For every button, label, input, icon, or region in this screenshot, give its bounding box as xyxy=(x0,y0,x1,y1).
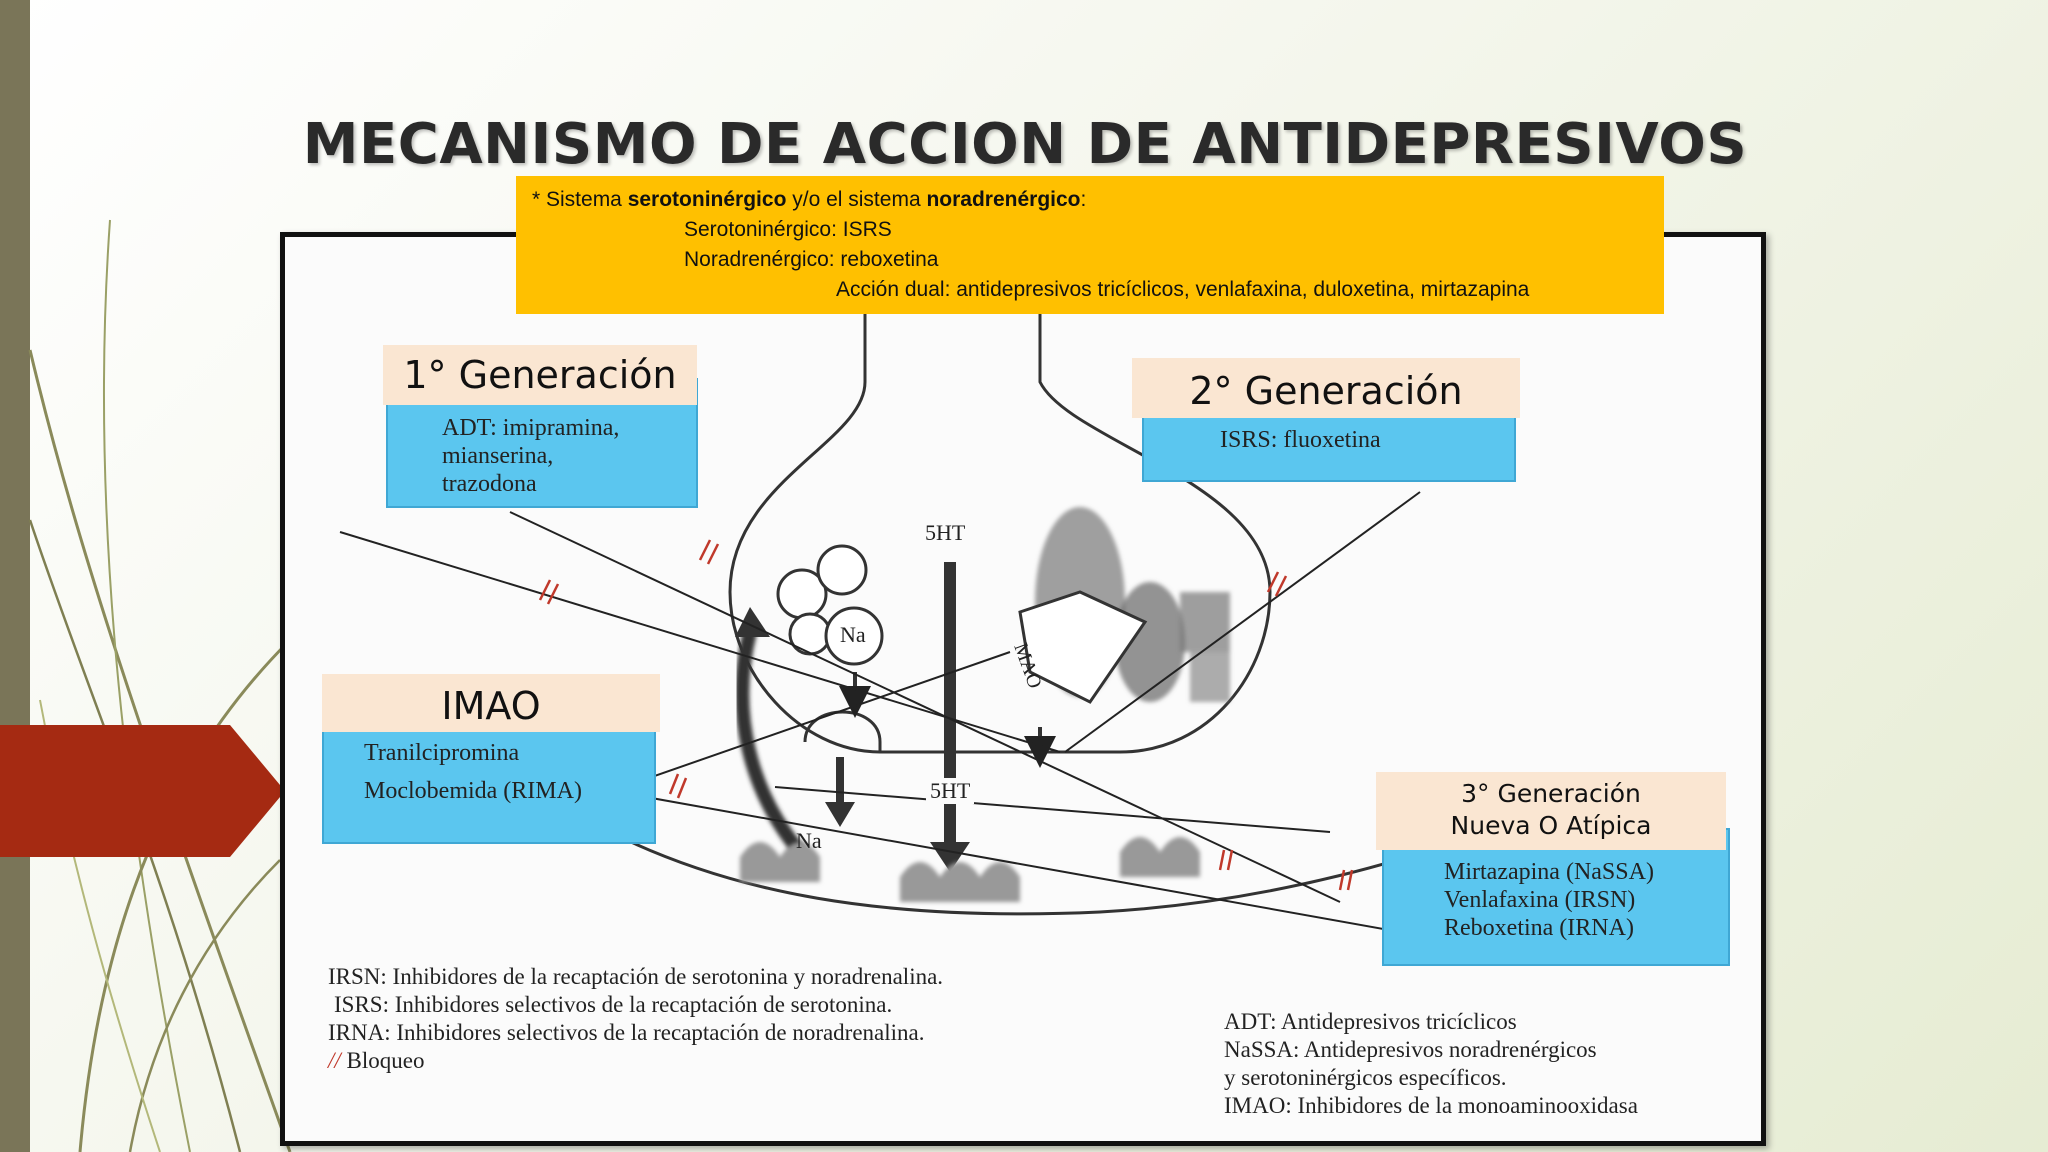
blocking-line xyxy=(509,511,1341,903)
vesicle-na xyxy=(824,606,884,666)
legend-irsn: IRSN: Inhibidores de la recaptación de s… xyxy=(328,964,944,989)
vesicle xyxy=(816,544,868,596)
vesicle xyxy=(788,612,832,656)
legend-left: IRSN: Inhibidores de la recaptación de s… xyxy=(328,963,943,1075)
synapse-diagram xyxy=(339,292,1481,933)
legend-isrs: ISRS: Inhibidores selectivos de la recap… xyxy=(334,992,893,1017)
blocking-line xyxy=(1064,491,1421,753)
info-line-2: Serotoninérgico: ISRS xyxy=(684,218,892,241)
gen3-item: Mirtazapina (NaSSA) xyxy=(1444,859,1654,885)
legend-bloqueo: // Bloqueo xyxy=(328,1048,425,1073)
mao-shape xyxy=(1018,590,1148,704)
bloqueo-symbol: // xyxy=(328,1048,341,1073)
legend-nassa-1: NaSSA: Antidepresivos noradrenérgicos xyxy=(1224,1037,1597,1062)
legend-irna: IRNA: Inhibidores selectivos de la recap… xyxy=(328,1020,925,1045)
imao-item: Tranilcipromina xyxy=(364,740,520,766)
gen3-heading-line-1: 3° Generación xyxy=(1461,779,1641,808)
na-arrow-head xyxy=(825,802,855,827)
receptors xyxy=(740,837,1200,902)
legend-adt: ADT: Antidepresivos tricíclicos xyxy=(1224,1009,1517,1034)
label-na-synapse: Na xyxy=(796,828,822,853)
gen2-item: ISRS: fluoxetina xyxy=(1220,427,1381,453)
legend-right: ADT: Antidepresivos tricíclicos NaSSA: A… xyxy=(1224,1008,1638,1120)
gen3-item: Venlafaxina (IRSN) xyxy=(1444,887,1636,913)
block-marks xyxy=(538,539,1354,891)
imao-heading: IMAO xyxy=(322,674,660,732)
gen1-heading: 1° Generación xyxy=(383,345,697,405)
gen1-item: trazodona xyxy=(442,471,537,497)
gen3-item: Reboxetina (IRNA) xyxy=(1444,915,1634,941)
legend-nassa-2: y serotoninérgicos específicos. xyxy=(1224,1065,1507,1090)
info-line-3: Noradrenérgico: reboxetina xyxy=(684,248,939,271)
label-na-vesicle: Na xyxy=(840,622,866,647)
gen2-heading: 2° Generación xyxy=(1132,358,1520,418)
gen3-heading-line-2: Nueva O Atípica xyxy=(1450,811,1652,840)
imao-item: Moclobemida (RIMA) xyxy=(364,778,582,804)
presynaptic-terminal xyxy=(728,292,1272,754)
decorative-curves xyxy=(28,219,292,1152)
blocking-line xyxy=(589,786,1401,933)
red-arrow-polygon xyxy=(0,725,285,857)
blocking-line xyxy=(339,531,1061,753)
info-box: * Sistema serotoninérgico y/o el sistema… xyxy=(516,176,1664,314)
reuptake-arrow xyxy=(735,630,806,857)
gen1-item: ADT: imipramina, xyxy=(442,415,620,441)
red-arrow-shape xyxy=(0,725,285,857)
label-5ht-top: 5HT xyxy=(925,520,966,545)
label-5ht-bottom: 5HT xyxy=(926,778,975,804)
info-line-4: Acción dual: antidepresivos tricíclicos,… xyxy=(836,278,1530,301)
gen1-item: mianserina, xyxy=(442,443,554,469)
page-title: MECANISMO DE ACCION DE ANTIDEPRESIVOS xyxy=(302,112,1748,177)
imao-box: Tranilcipromina Moclobemida (RIMA) xyxy=(322,728,656,844)
left-accent-bar xyxy=(0,0,30,1152)
gen3-heading: 3° Generación Nueva O Atípica xyxy=(1376,772,1726,850)
blocking-line xyxy=(774,786,1331,833)
info-line-1: * Sistema serotoninérgico y/o el sistema… xyxy=(532,188,1087,211)
legend-imao: IMAO: Inhibidores de la monoaminooxidasa xyxy=(1224,1093,1638,1118)
